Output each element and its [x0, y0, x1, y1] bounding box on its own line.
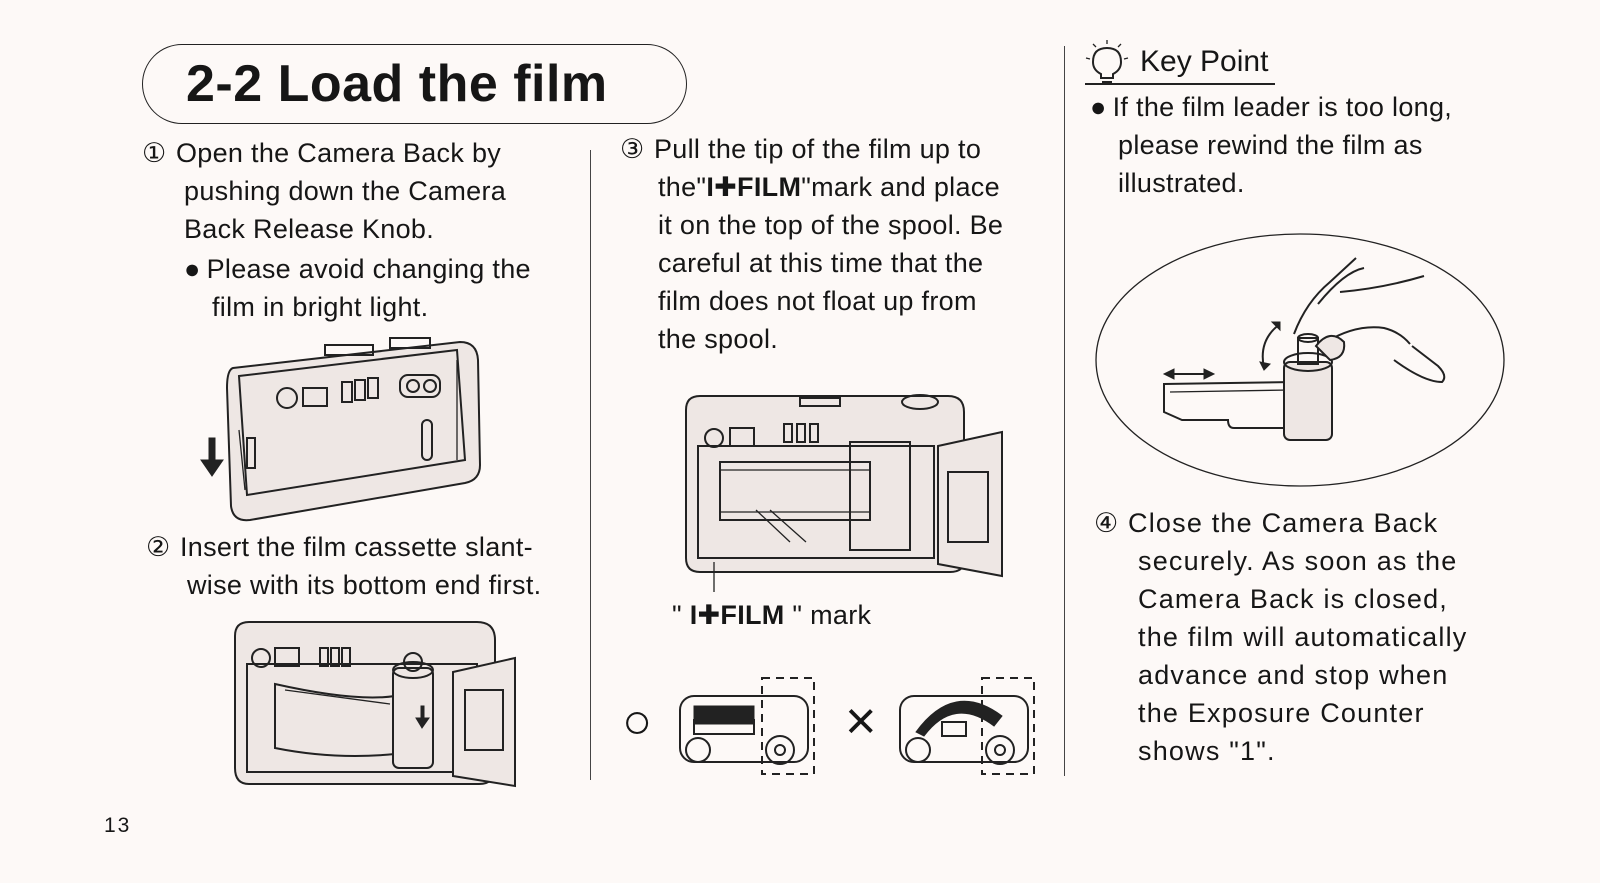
page-number: 13 — [104, 814, 132, 837]
step-3-line: it on the top of the spool. Be — [658, 210, 1004, 240]
step-4-line: Close the Camera Back — [1128, 508, 1439, 538]
film-mark-caption: " I✚FILM " mark — [672, 600, 872, 630]
step-4-line: shows "1". — [1138, 736, 1276, 766]
page-title: 2-2 Load the film — [186, 55, 608, 113]
step-4-line: advance and stop when — [1138, 660, 1449, 690]
key-point-underline — [1085, 83, 1275, 85]
title-frame — [142, 44, 687, 124]
key-point-text: If the film leader is too long, please r… — [1090, 88, 1590, 202]
wrong-loading-diagram — [899, 677, 1035, 775]
column-divider-1 — [590, 150, 591, 780]
step-2-line: wise with its bottom end first. — [187, 570, 542, 600]
step-2-line: Insert the film cassette slant- — [180, 532, 533, 562]
step-3-line-mark: the"I✚FILM"mark and place — [658, 172, 1000, 202]
step-1-line: Back Release Knob. — [184, 214, 435, 244]
insert-cassette-illustration — [234, 621, 516, 788]
step-1-bullet-line: film in bright light. — [212, 292, 429, 322]
step-3: ③ Pull the tip of the film up to the"I✚FI… — [620, 130, 1060, 358]
lightbulb-icon — [1085, 40, 1129, 83]
camera-closed-illustration — [200, 337, 482, 522]
key-point-bullet: If the film leader is too long, — [1090, 88, 1590, 126]
step-4-line: securely. As soon as the — [1138, 546, 1458, 576]
step-1-bullet: Please avoid changing the — [142, 250, 582, 288]
step-4-line: Camera Back is closed, — [1138, 584, 1449, 614]
film-on-spool-illustration — [685, 394, 1003, 592]
key-point-line: illustrated. — [1118, 168, 1245, 198]
step-4-line: the Exposure Counter — [1138, 698, 1425, 728]
step-1-number: ① — [142, 138, 167, 168]
down-arrow-icon — [200, 437, 224, 477]
step-4: ④ Close the Camera Back securely. As soon… — [1094, 504, 1594, 770]
key-point-line: please rewind the film as — [1118, 130, 1423, 160]
step-4-line: the film will automatically — [1138, 622, 1468, 652]
step-1: ① Open the Camera Back by pushing down th… — [142, 134, 582, 326]
step-1-line: pushing down the Camera — [184, 176, 507, 206]
column-divider-2 — [1064, 46, 1065, 776]
step-2: ② Insert the film cassette slant- wise wi… — [146, 528, 586, 604]
step-3-line: the spool. — [658, 324, 779, 354]
step-4-number: ④ — [1094, 508, 1120, 538]
rewind-leader-illustration — [1095, 233, 1505, 487]
film-mark-symbol: I✚FILM — [706, 172, 802, 202]
step-3-line: Pull the tip of the film up to — [654, 134, 982, 164]
step-3-line: film does not float up from — [658, 286, 977, 316]
correct-loading-diagram — [679, 677, 815, 775]
correct-symbol: ○ — [622, 693, 653, 749]
film-mark-symbol: I✚FILM — [689, 600, 785, 630]
step-1-line: Open the Camera Back by — [176, 138, 502, 168]
key-point-heading: Key Point — [1140, 45, 1269, 78]
step-3-number: ③ — [620, 134, 645, 164]
step-2-number: ② — [146, 532, 171, 562]
wrong-symbol: × — [845, 691, 877, 751]
step-3-line: careful at this time that the — [658, 248, 984, 278]
